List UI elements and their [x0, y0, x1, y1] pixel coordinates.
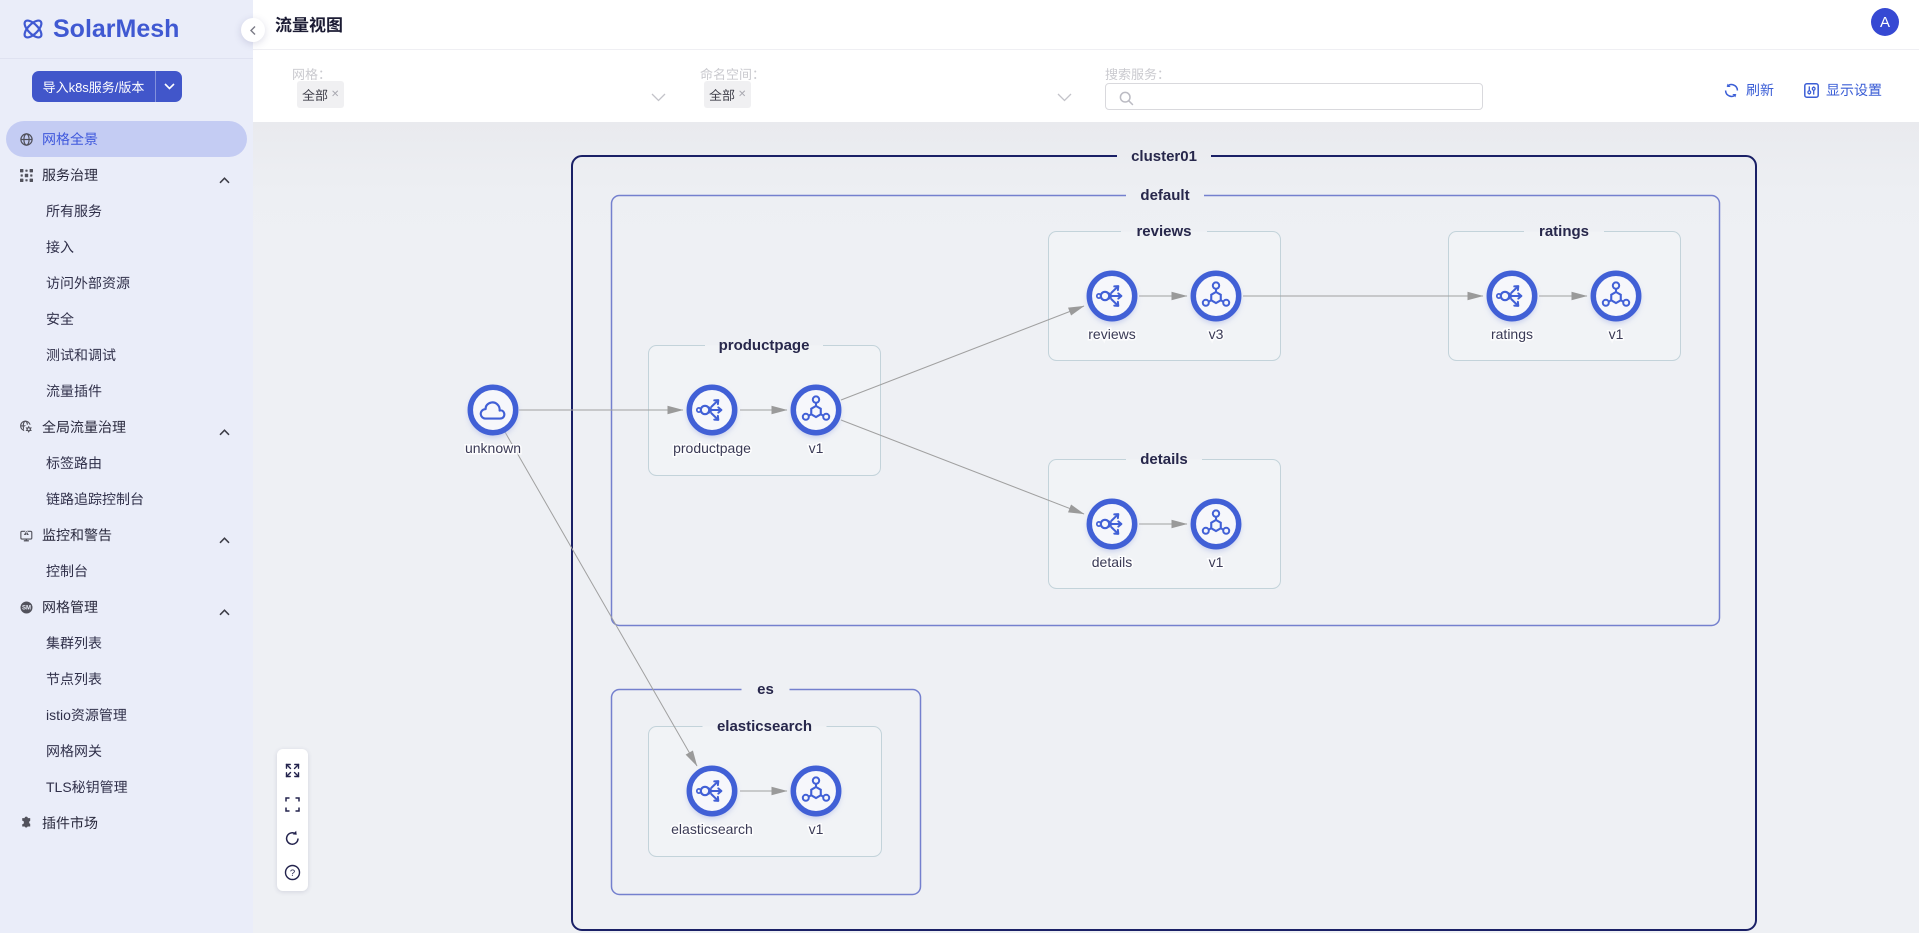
svg-text:details: details	[1092, 554, 1132, 570]
svg-text:SM: SM	[22, 605, 31, 611]
svg-text:?: ?	[290, 868, 295, 879]
svg-text:v3: v3	[1209, 326, 1224, 342]
svg-text:reviews: reviews	[1136, 223, 1191, 240]
svg-text:productpage: productpage	[719, 337, 810, 354]
svg-text:elasticsearch: elasticsearch	[717, 718, 812, 735]
svg-text:details: details	[1140, 451, 1188, 468]
svg-text:v1: v1	[809, 821, 824, 837]
svg-text:es: es	[757, 681, 774, 698]
svg-text:ratings: ratings	[1491, 326, 1533, 342]
svg-text:v1: v1	[809, 440, 824, 456]
svg-text:v1: v1	[1609, 326, 1624, 342]
svg-text:default: default	[1140, 187, 1189, 204]
svg-text:ratings: ratings	[1539, 223, 1589, 240]
svg-text:reviews: reviews	[1088, 326, 1135, 342]
svg-text:elasticsearch: elasticsearch	[671, 821, 753, 837]
svg-text:unknown: unknown	[465, 440, 521, 456]
svg-text:productpage: productpage	[673, 440, 751, 456]
svg-text:cluster01: cluster01	[1131, 148, 1197, 165]
svg-text:v1: v1	[1209, 554, 1224, 570]
